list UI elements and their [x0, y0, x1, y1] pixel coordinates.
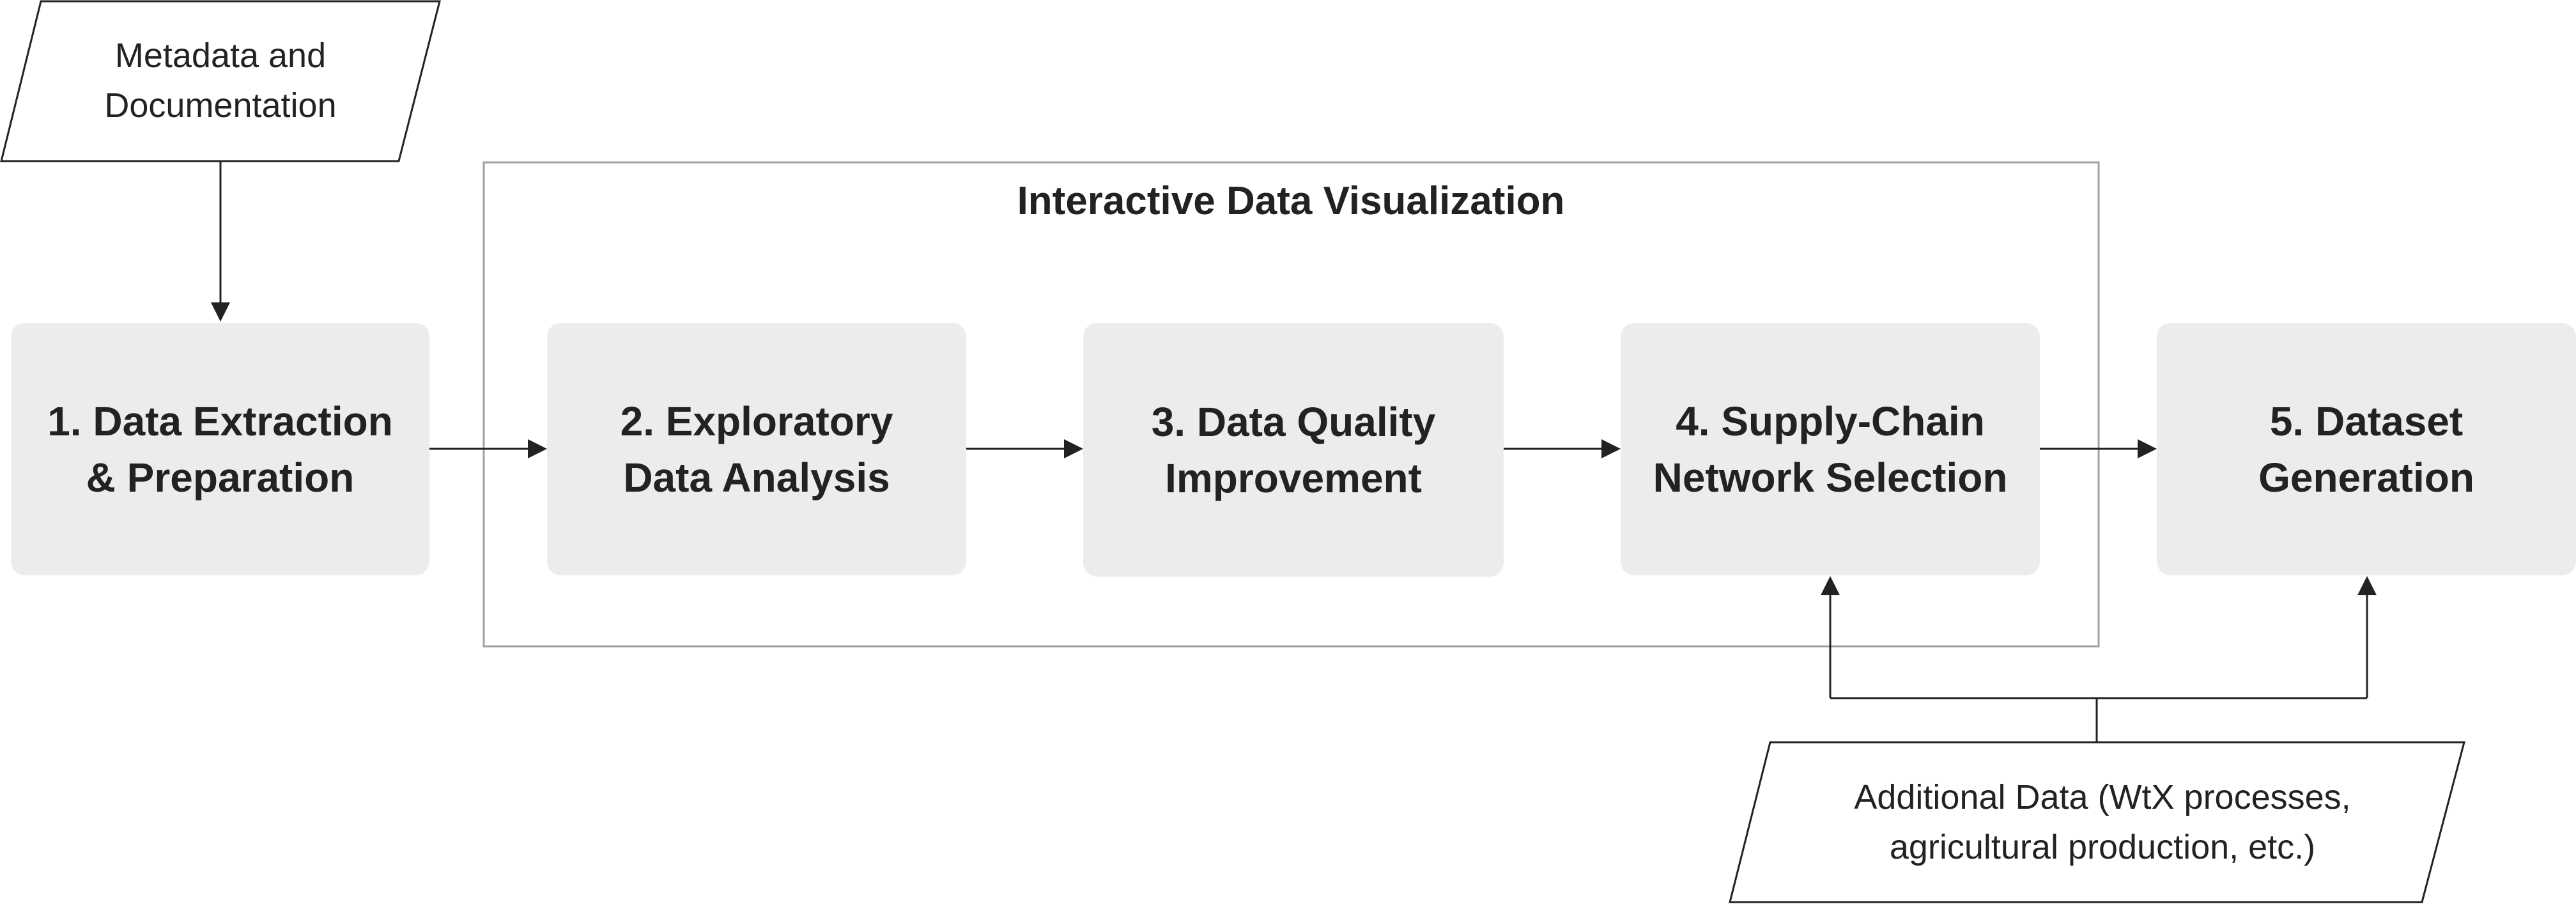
step-3-label: 3. Data Quality Improvement	[1083, 323, 1504, 577]
step-5-line-1: 5. Dataset	[2269, 398, 2464, 444]
additional-data-input-shape	[1729, 741, 2465, 903]
step-1-box	[11, 323, 429, 575]
additional-data-line-1: Additional Data (WtX processes,	[1854, 778, 2351, 816]
visualization-group-title: Interactive Data Visualization	[1017, 179, 1565, 223]
metadata-input-line-2: Documentation	[104, 86, 337, 125]
step-5-label: 5. Dataset Generation	[2157, 323, 2576, 575]
step-4-label: 4. Supply-Chain Network Selection	[1621, 323, 2040, 575]
step-4-line-1: 4. Supply-Chain	[1676, 398, 1985, 444]
step-1-line-2: & Preparation	[86, 454, 355, 501]
step-1-line-1: 1. Data Extraction	[47, 398, 393, 444]
step-5-line-2: Generation	[2258, 454, 2474, 501]
visualization-group-border	[482, 161, 2100, 648]
step-3-line-1: 3. Data Quality	[1151, 398, 1436, 445]
step-4-box	[1621, 323, 2040, 575]
metadata-input-label: Metadata and Documentation	[45, 27, 396, 134]
step-2-label: 2. Exploratory Data Analysis	[547, 323, 966, 575]
step-2-line-2: Data Analysis	[623, 454, 890, 501]
metadata-input-shape	[0, 0, 441, 162]
step-3-box	[1083, 323, 1504, 577]
step-2-line-1: 2. Exploratory	[620, 398, 893, 444]
additional-data-line-2: agricultural production, etc.)	[1889, 828, 2316, 866]
additional-data-input-label: Additional Data (WtX processes, agricult…	[1764, 767, 2441, 877]
step-3-line-2: Improvement	[1165, 455, 1422, 501]
step-5-box	[2157, 323, 2576, 575]
step-4-line-2: Network Selection	[1653, 454, 2008, 501]
step-1-label: 1. Data Extraction & Preparation	[11, 323, 429, 575]
step-2-box	[547, 323, 966, 575]
metadata-input-line-1: Metadata and	[114, 36, 327, 75]
